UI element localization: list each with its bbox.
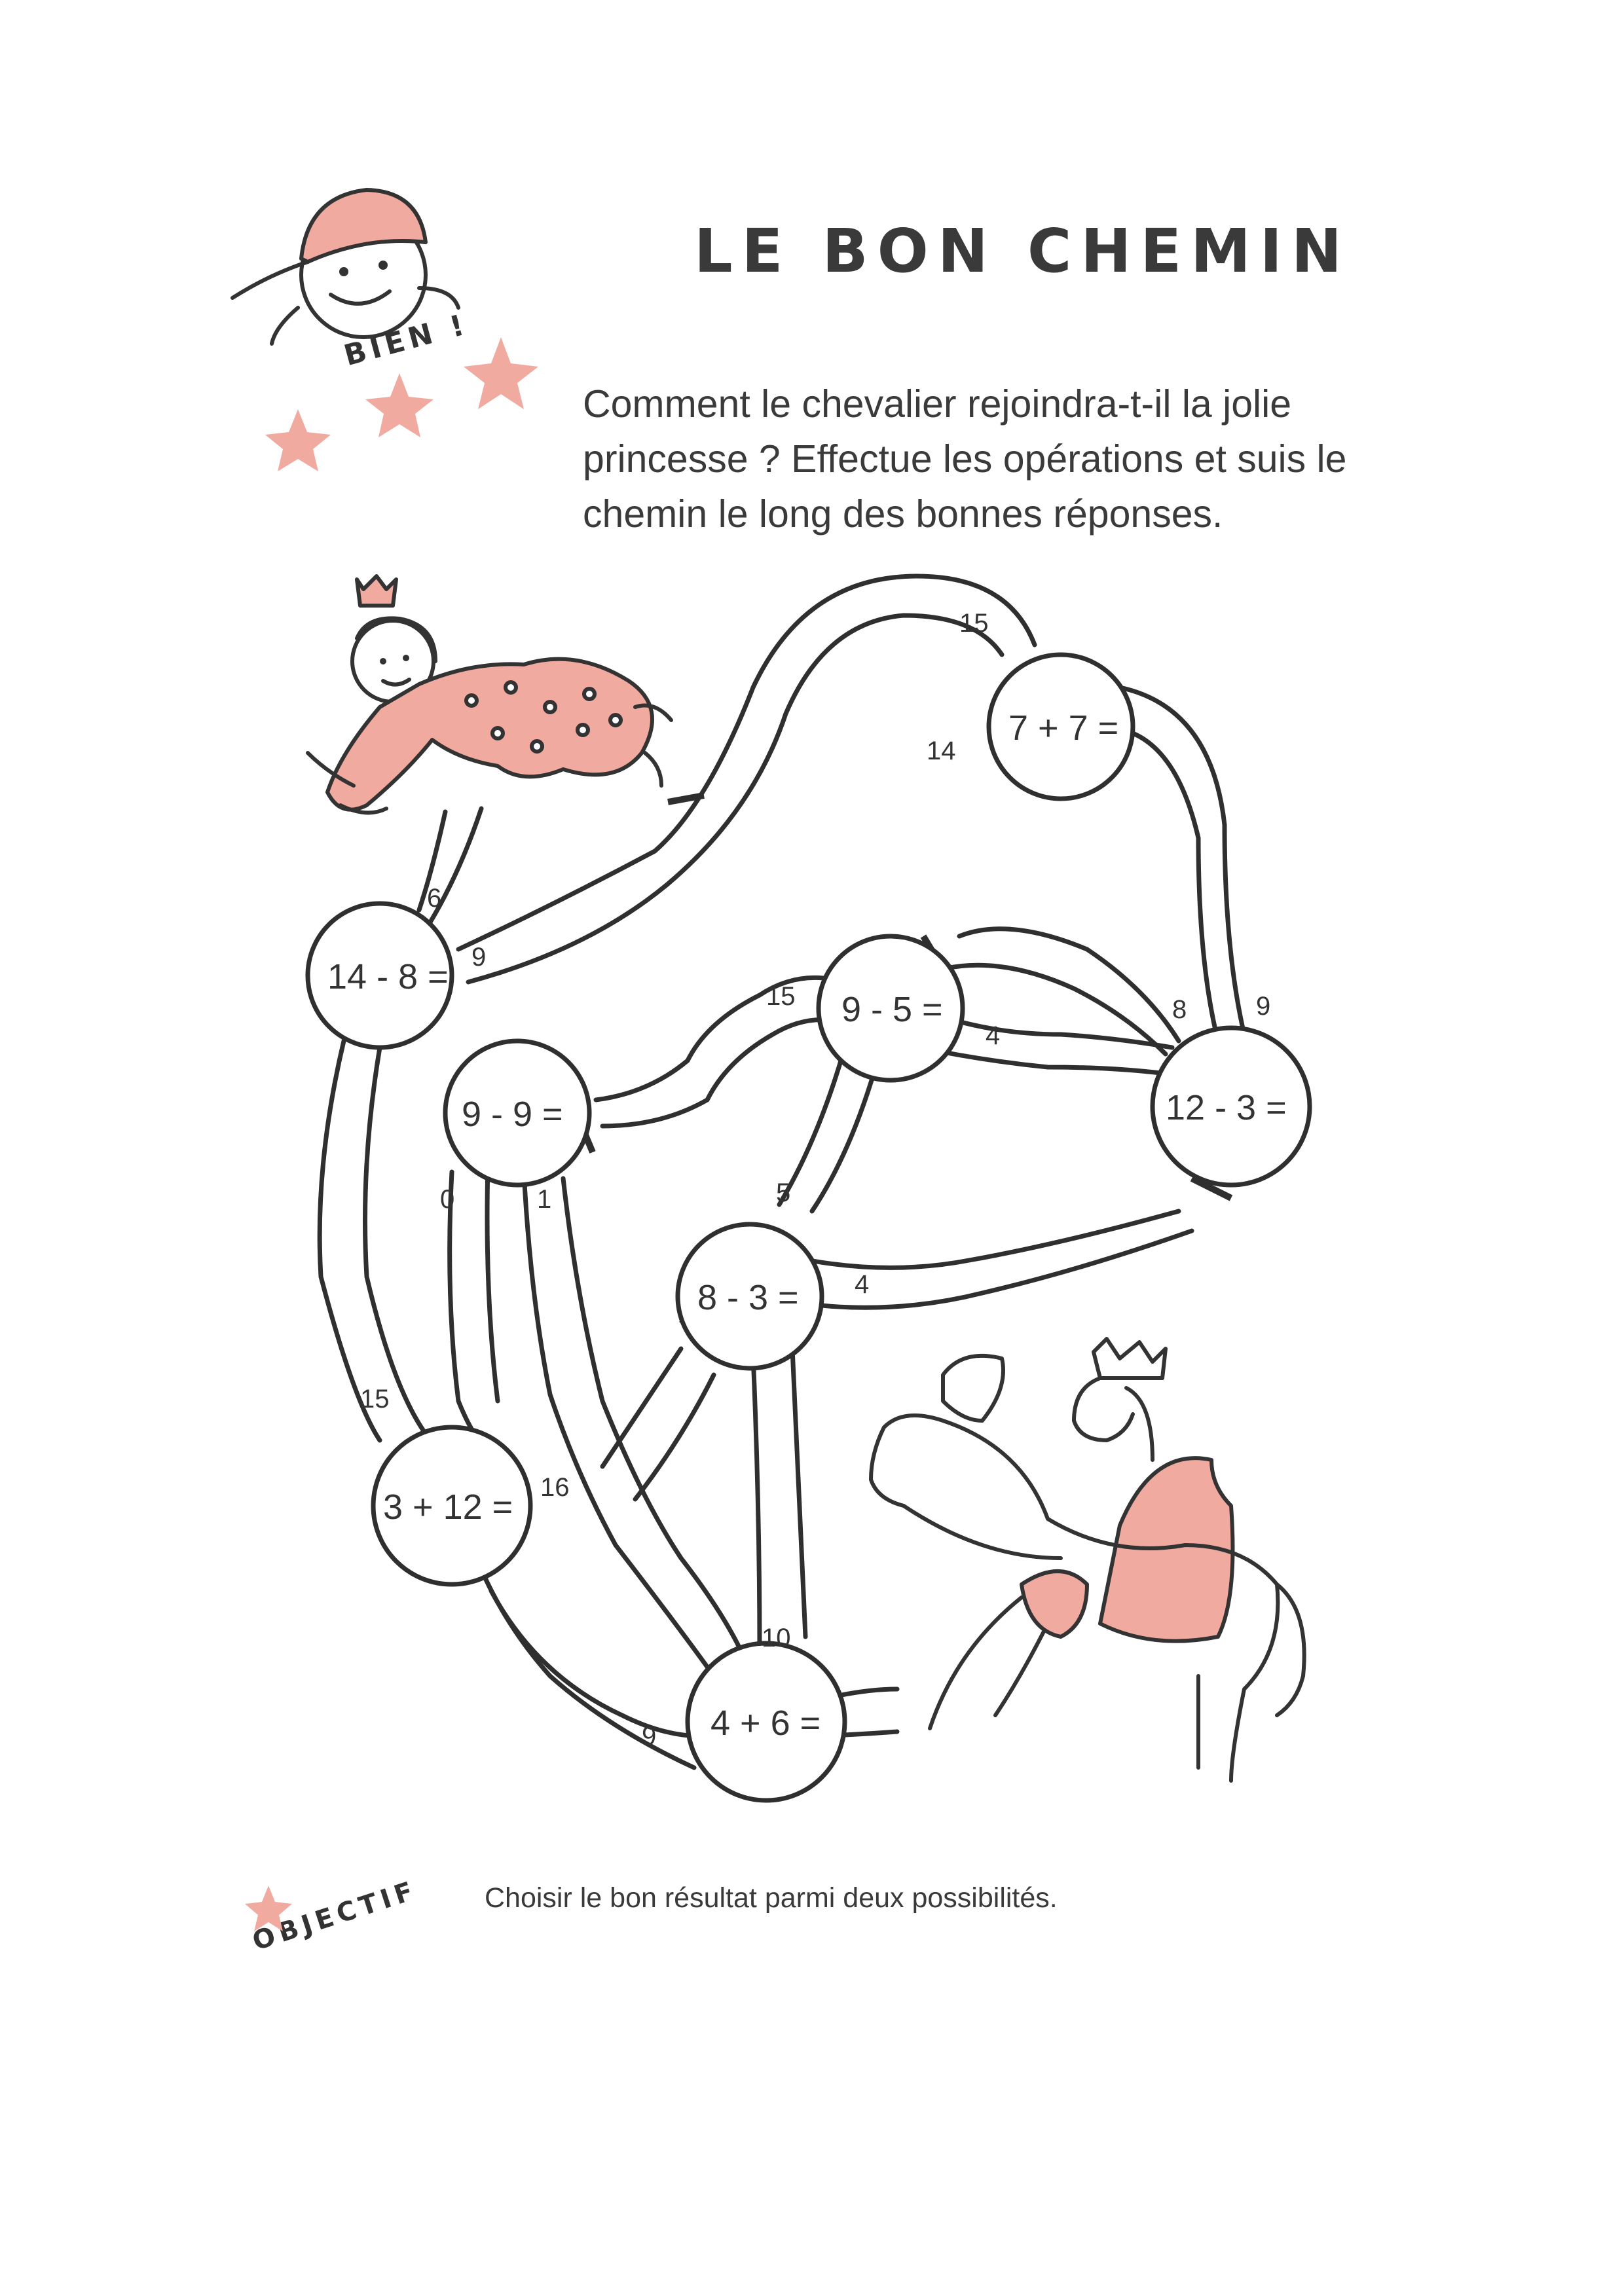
path-label: 0 (440, 1185, 454, 1214)
path-label: 15 (959, 609, 989, 638)
objective-text: Choisir le bon résultat parmi deux possi… (485, 1882, 1058, 1914)
path-label: 4 (855, 1270, 869, 1299)
node-expression: 3 + 12 = (383, 1487, 513, 1527)
maze-nodes: 14 - 8 = 7 + 7 = 9 - 5 = 12 - 3 = 9 - 9 … (305, 652, 1312, 1803)
node-circle-n6 (675, 1222, 824, 1371)
path-label: 8 (1172, 995, 1187, 1024)
knight-on-horse-illustration (869, 1337, 1306, 1783)
node-circle-n8 (685, 1641, 847, 1803)
page-title: LE BON CHEMIN (694, 216, 1351, 286)
path-label: 5 (776, 1178, 790, 1207)
node-circle-n4 (1150, 1025, 1312, 1188)
maze-path-labels: 6 9 15 14 15 8 9 4 0 1 5 4 15 16 10 9 (360, 609, 1270, 1751)
path-label: 9 (471, 943, 486, 972)
path-label: 10 (762, 1624, 791, 1652)
node-expression: 7 + 7 = (1008, 708, 1118, 748)
path-label: 4 (986, 1021, 1000, 1050)
node-expression: 12 - 3 = (1166, 1088, 1287, 1127)
node-circle-n3 (816, 934, 965, 1083)
node-expression: 9 - 9 = (462, 1095, 563, 1134)
star-icon (245, 337, 538, 1931)
path-label: 14 (927, 737, 956, 765)
node-circle-n1 (305, 901, 454, 1050)
path-label: 6 (427, 884, 441, 913)
path-label: 15 (766, 982, 796, 1011)
path-label: 1 (537, 1185, 551, 1214)
instructions-text: Comment le chevalier rejoindra-t-il la j… (583, 382, 1347, 536)
node-expression: 4 + 6 = (710, 1704, 821, 1743)
maze-junction-bars (470, 792, 1233, 1578)
node-expression: 8 - 3 = (697, 1278, 799, 1317)
node-circle-n7 (371, 1425, 533, 1587)
node-expression: 14 - 8 = (327, 957, 449, 996)
path-label: 9 (1256, 992, 1270, 1021)
path-label: 9 (642, 1722, 656, 1751)
node-circle-n2 (986, 652, 1135, 801)
node-circle-n5 (443, 1038, 592, 1188)
princess-illustration (306, 574, 673, 815)
node-expression: 9 - 5 = (841, 990, 943, 1029)
smiley-cap-icon (231, 188, 460, 346)
path-label: 15 (360, 1385, 390, 1413)
path-label: 16 (540, 1473, 570, 1502)
